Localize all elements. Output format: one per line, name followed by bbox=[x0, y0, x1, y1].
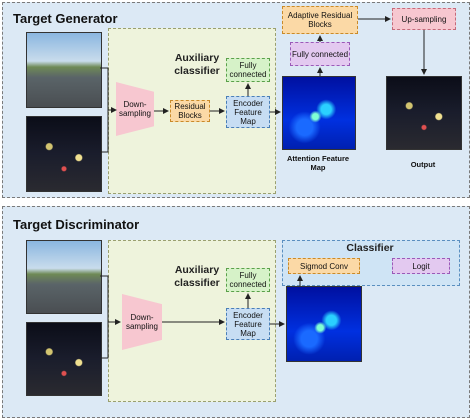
generator-attention-caption: Attention Feature Map bbox=[286, 154, 350, 172]
generator-fully-connected-top: Fully connected bbox=[290, 42, 350, 66]
generator-title: Target Generator bbox=[13, 11, 118, 26]
generator-adaptive-residual-blocks: Adaptive Residual Blocks bbox=[282, 6, 358, 34]
generator-attention-feature-map bbox=[282, 76, 356, 150]
discriminator-attention-map bbox=[286, 286, 362, 362]
generator-input-day-photo bbox=[26, 32, 102, 108]
discriminator-title: Target Discriminator bbox=[13, 217, 140, 232]
discriminator-input-day-photo bbox=[26, 240, 102, 314]
generator-residual-blocks: Residual Blocks bbox=[170, 100, 210, 122]
generator-downsampling-block: Down-sampling bbox=[116, 82, 154, 136]
generator-input-bracket bbox=[100, 67, 109, 153]
generator-encoder-feature-map: Encoder Feature Map bbox=[226, 96, 270, 128]
discriminator-logit: Logit bbox=[392, 258, 450, 274]
discriminator-fully-connected: Fully connected bbox=[226, 268, 270, 292]
discriminator-input-bracket bbox=[100, 275, 109, 359]
discriminator-classifier-title: Classifier bbox=[346, 242, 394, 254]
discriminator-encoder-feature-map: Encoder Feature Map bbox=[226, 308, 270, 340]
discriminator-input-night-photo bbox=[26, 322, 102, 396]
generator-output-caption: Output bbox=[410, 160, 436, 169]
discriminator-downsampling-block: Down-sampling bbox=[122, 294, 162, 350]
discriminator-auxiliary-title: Auxiliary classifier bbox=[174, 264, 220, 289]
generator-upsampling-block: Up-sampling bbox=[392, 8, 456, 30]
generator-input-night-photo bbox=[26, 116, 102, 192]
discriminator-sigmoid-conv: Sigmod Conv bbox=[288, 258, 360, 274]
generator-fully-connected-aux: Fully connected bbox=[226, 58, 270, 82]
generator-output-photo bbox=[386, 76, 462, 150]
generator-auxiliary-title: Auxiliary classifier bbox=[174, 52, 220, 77]
